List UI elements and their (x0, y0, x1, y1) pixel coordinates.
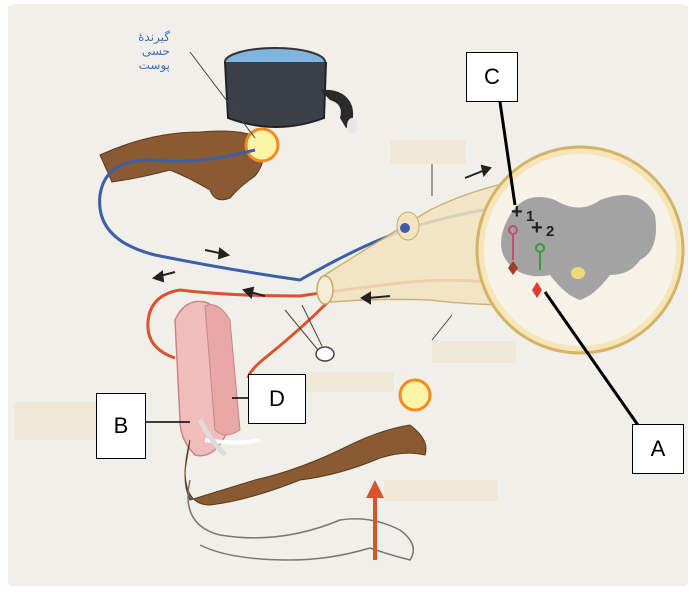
synapse-number-2: 2 (546, 223, 554, 240)
heat-source-glow (400, 380, 430, 410)
spinal-cord-section (477, 147, 683, 353)
synapse-number-1: 1 (526, 208, 534, 225)
pot-icon (225, 48, 357, 134)
blank-box-1 (390, 140, 466, 164)
blank-box-5 (384, 480, 498, 501)
blank-box-2 (432, 341, 516, 363)
receptor-label-line1: گیرندهٔ حسی (110, 30, 170, 58)
label-c: C (466, 52, 518, 102)
label-a: A (632, 424, 684, 474)
receptor-label: گیرندهٔ حسی پوست (110, 30, 170, 72)
label-d: D (248, 374, 306, 424)
svg-text:+: + (511, 201, 523, 223)
label-b: B (96, 393, 146, 459)
receptor-label-line2: پوست (110, 58, 170, 72)
blank-box-4 (14, 402, 96, 440)
blank-box-3 (302, 372, 394, 392)
motor-neuron-to-forearm (248, 300, 330, 378)
